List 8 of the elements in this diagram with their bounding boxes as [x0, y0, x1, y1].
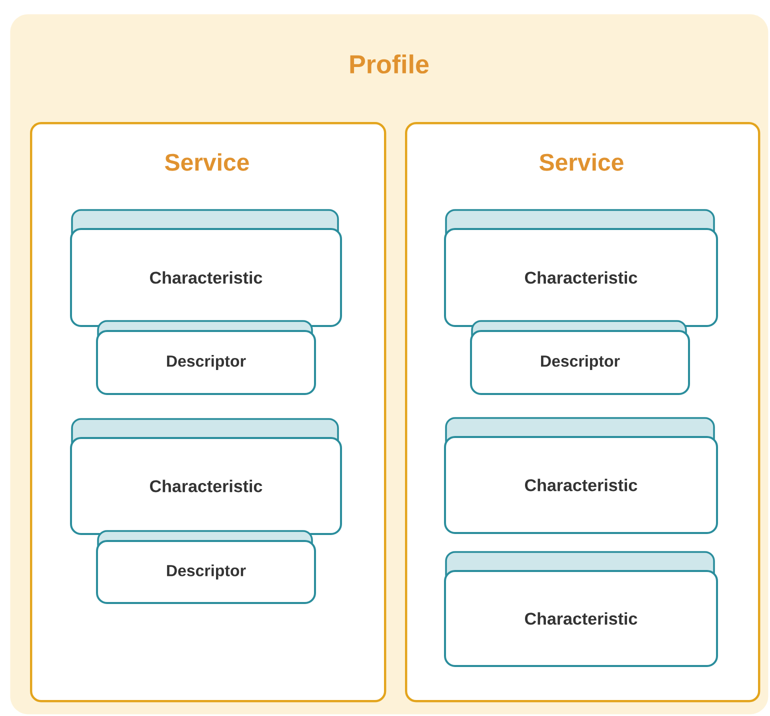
descriptor-box: Descriptor [96, 530, 316, 604]
descriptor-box: Descriptor [470, 320, 690, 395]
characteristic-box: Characteristic [444, 551, 718, 667]
descriptor-box: Descriptor [96, 320, 316, 395]
characteristic-box: Characteristic [444, 209, 718, 327]
characteristic-box: Characteristic [444, 417, 718, 534]
characteristic-box: Characteristic [70, 209, 342, 327]
characteristic-box: Characteristic [70, 418, 342, 535]
